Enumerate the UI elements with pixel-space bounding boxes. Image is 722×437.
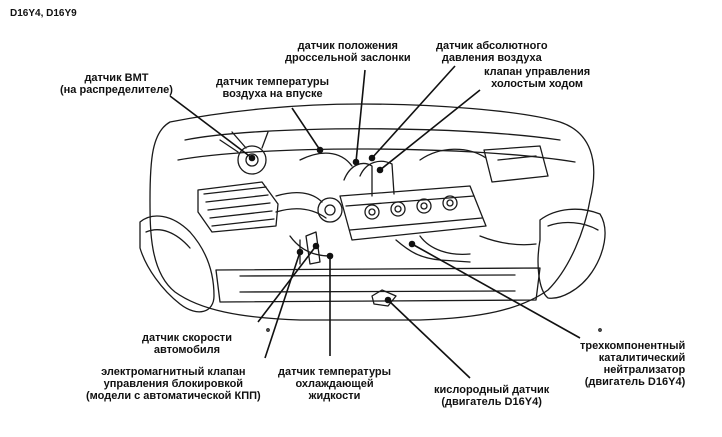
label-vmt-sensor: датчик ВМТ (на распределителе)	[60, 72, 173, 96]
leader-vmt	[169, 95, 253, 159]
label-idle-control-valve: клапан управления холостым ходом	[484, 66, 591, 90]
cylinder-head	[339, 185, 487, 241]
label-coolant-temp-sensor: датчик температуры охлаждающей жидкости	[278, 366, 392, 402]
label-intake-air-temp-sensor: датчик температуры воздуха на впуске	[216, 76, 330, 100]
battery	[483, 145, 549, 183]
exhaust-manifold	[395, 239, 471, 263]
label-throttle-position-sensor: датчик положения дроссельной заслонки	[285, 40, 411, 64]
leader-speed	[257, 245, 317, 323]
label-oxygen-sensor: кислородный датчик (двигатель D16Y4)	[434, 384, 550, 408]
leader-oxygen	[387, 299, 471, 379]
leader-iac	[379, 89, 481, 171]
oxygen-sensor-plug	[371, 289, 397, 307]
label-map-sensor: датчик абсолютного давления воздуха	[436, 40, 548, 64]
left-headlight	[139, 215, 215, 313]
air-cleaner-box	[197, 181, 279, 233]
label-vehicle-speed-sensor: датчик скорости автомобиля	[142, 332, 232, 356]
radiator-support	[215, 267, 541, 303]
leader-lockup	[264, 251, 301, 359]
label-catalytic-converter: трехкомпонентный каталитический нейтрали…	[580, 340, 686, 388]
label-lockup-solenoid-valve: электромагнитный клапан управления блоки…	[86, 366, 261, 402]
firewall-line	[184, 128, 561, 141]
leader-catalytic	[411, 243, 581, 339]
distributor	[237, 145, 267, 175]
engine-codes-title: D16Y4, D16Y9	[10, 8, 77, 19]
body-outline	[149, 103, 595, 321]
throttle-body	[317, 197, 343, 223]
leader-iat	[291, 107, 321, 151]
leader-map	[371, 65, 456, 159]
right-headlight	[537, 208, 606, 299]
leader-tps	[355, 69, 366, 163]
